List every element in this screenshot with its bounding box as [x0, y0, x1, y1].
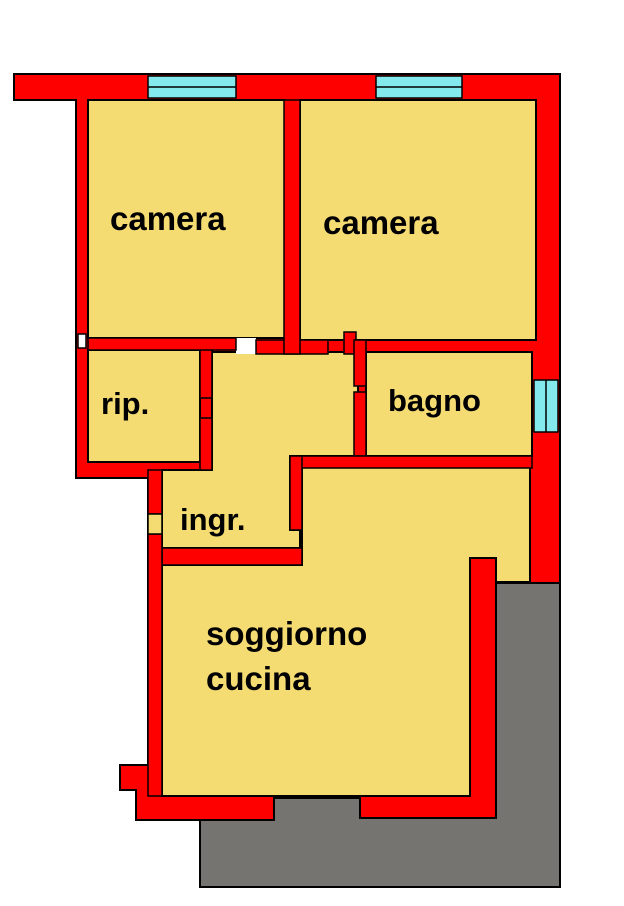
- room-camera-left: [87, 99, 286, 339]
- wall-segment: [236, 338, 256, 354]
- wall-segment: [199, 347, 213, 399]
- wall-segment: [353, 339, 367, 387]
- entrance-door: [147, 513, 163, 535]
- wall-segment: [353, 391, 367, 457]
- wall-segment: [87, 337, 237, 351]
- wall-segment: [289, 455, 533, 469]
- window: [375, 75, 463, 99]
- label-ingresso: ingr.: [180, 502, 245, 537]
- wall-segment: [199, 417, 213, 471]
- door-mark: [77, 333, 87, 349]
- label-camera-left: camera: [110, 200, 226, 237]
- label-ripostiglio: rip.: [101, 386, 149, 421]
- label-camera-right: camera: [323, 204, 439, 241]
- label-cucina: cucina: [206, 660, 311, 697]
- wall-segment: [289, 455, 303, 531]
- wall-segment: [147, 533, 163, 797]
- room-camera-right: [299, 99, 537, 341]
- wall-segment: [147, 469, 163, 515]
- label-bagno: bagno: [388, 383, 481, 418]
- label-soggiorno: soggiorno: [206, 615, 367, 652]
- window: [147, 75, 237, 99]
- window: [533, 379, 559, 433]
- wall-segment: [161, 547, 303, 566]
- wall-segment: [283, 99, 301, 355]
